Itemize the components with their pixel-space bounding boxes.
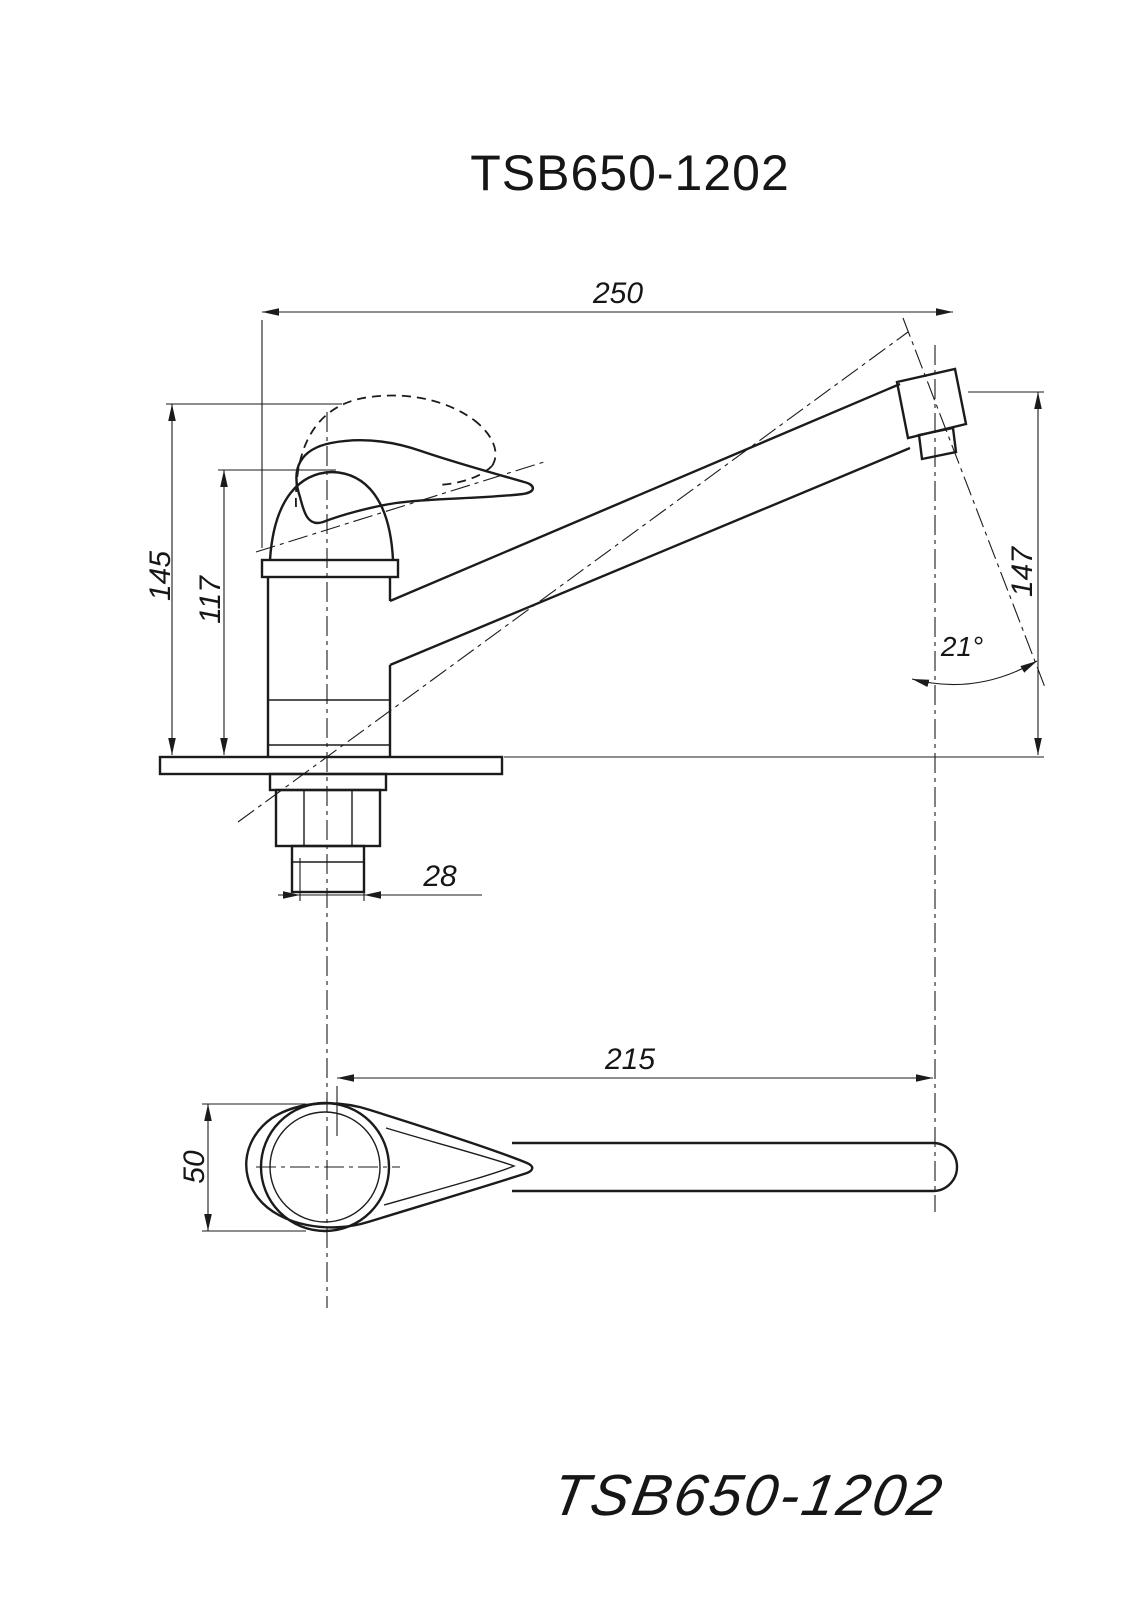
spout-plan xyxy=(512,1141,959,1193)
dimension-label-overall-height: 145 xyxy=(144,551,177,601)
nut-flats xyxy=(303,790,353,846)
drawing-title: TSB650-1202 xyxy=(470,145,790,201)
body-joint-lines xyxy=(268,699,390,746)
dimension-outlet-angle: 21° xyxy=(911,631,1038,688)
spout-top-edge xyxy=(389,382,901,603)
threaded-shank xyxy=(290,844,366,894)
dimension-label-outlet-height: 147 xyxy=(1006,546,1039,597)
mounting-nut xyxy=(274,788,382,848)
spout-head xyxy=(895,367,968,440)
base-collar xyxy=(268,772,388,792)
dimension-label-body-height: 117 xyxy=(194,575,227,624)
dimension-shank-diameter: 28 xyxy=(278,858,482,901)
mounting-plate xyxy=(158,755,504,776)
dimension-label-handle-width: 50 xyxy=(178,1150,211,1184)
outlet-axis-centerline xyxy=(902,317,1047,691)
plan-view xyxy=(245,1101,959,1233)
lever-handle xyxy=(295,438,535,525)
dimension-label-shank-diameter: 28 xyxy=(422,860,457,893)
dimension-label-spout-reach: 215 xyxy=(604,1043,655,1076)
dimension-label-outlet-angle: 21° xyxy=(940,631,983,662)
model-signature: TSB650-1202 xyxy=(547,1463,949,1528)
handle-inner-edge xyxy=(383,1127,516,1206)
cartridge-dome xyxy=(268,470,395,561)
extension-lines xyxy=(202,1103,306,1232)
dimension-spout-reach: 215 xyxy=(336,1043,933,1136)
dimension-body-height: 117 xyxy=(194,469,336,755)
lever-handle-raised-top xyxy=(295,394,475,508)
body-cap-band xyxy=(260,558,400,579)
handle-teardrop xyxy=(245,1102,534,1229)
angle-arc xyxy=(911,660,1038,688)
dimension-handle-width: 50 xyxy=(178,1103,306,1232)
dimension-outlet-height: 147 xyxy=(504,391,1044,758)
dimension-label-overall-length: 250 xyxy=(592,277,643,310)
side-view xyxy=(158,367,968,894)
lever-axis-centerline xyxy=(255,461,545,553)
spout-bottom-edge xyxy=(389,446,911,667)
spout-nozzle xyxy=(917,426,958,461)
dimension-overall-length: 250 xyxy=(261,277,953,548)
centerlines xyxy=(237,317,1047,1308)
lever-handle-raised-front xyxy=(473,419,497,467)
lever-handle-raised-under xyxy=(437,465,493,486)
spout-axis-centerline xyxy=(237,331,909,823)
dimension-overall-height: 145 xyxy=(144,403,342,755)
